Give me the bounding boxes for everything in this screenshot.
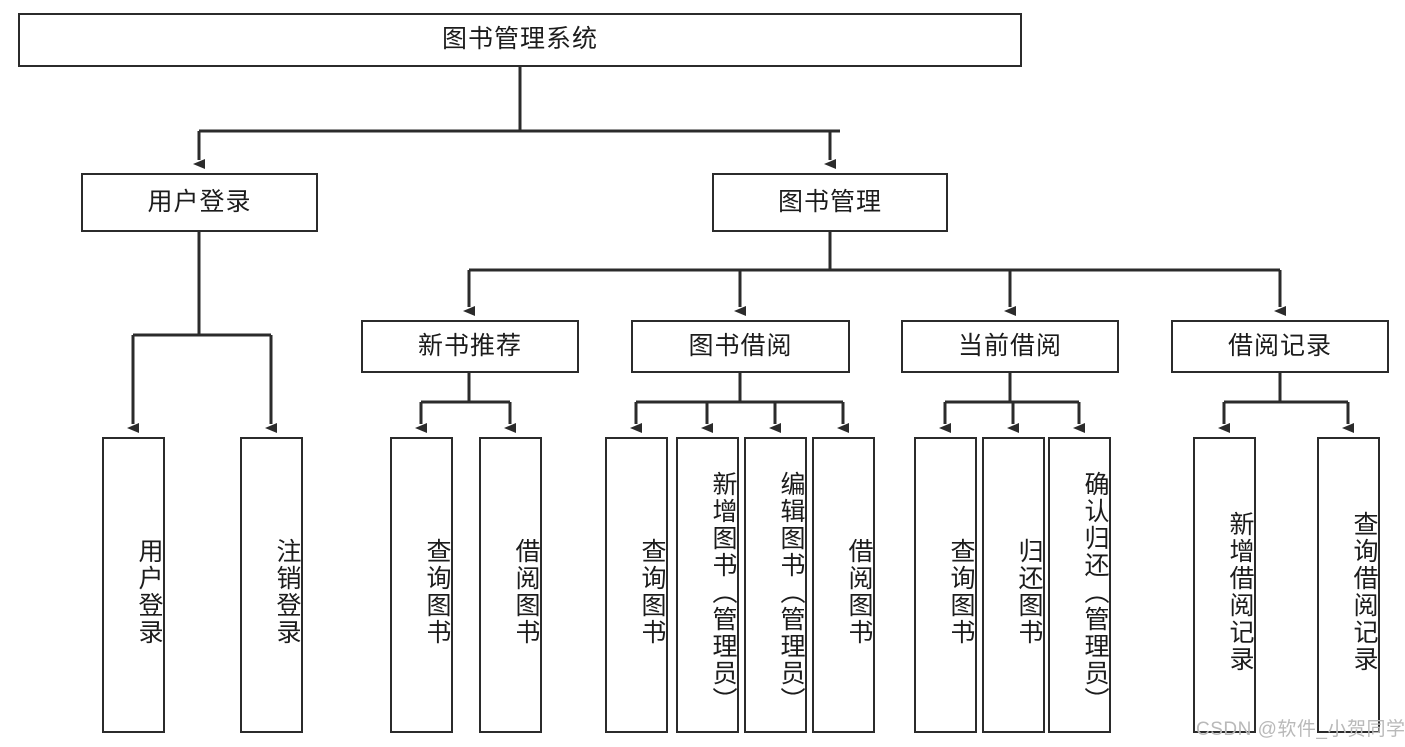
node-book-management-label: 图书管理 [777, 187, 882, 216]
leaf-query-borrow-record-label: 查询借阅记录 [1350, 511, 1378, 673]
node-user-login[interactable]: 用户登录 [81, 173, 318, 232]
leaf-return-book[interactable]: 归还图书 [982, 437, 1045, 733]
watermark: CSDN @软件_小贺同学 [1196, 719, 1405, 740]
leaf-edit-book-admin-label: 编辑图书（管理员） [777, 470, 805, 714]
leaf-query-book-borrow-label: 查询图书 [638, 538, 666, 646]
node-user-login-label: 用户登录 [147, 187, 252, 216]
leaf-add-borrow-record[interactable]: 新增借阅记录 [1193, 437, 1256, 733]
node-borrow-records-label: 借阅记录 [1227, 331, 1332, 360]
leaf-add-borrow-record-label: 新增借阅记录 [1226, 511, 1254, 673]
leaf-borrow-book-new[interactable]: 借阅图书 [479, 437, 542, 733]
leaf-query-book-borrow[interactable]: 查询图书 [605, 437, 668, 733]
leaf-edit-book-admin[interactable]: 编辑图书（管理员） [744, 437, 807, 733]
leaf-borrow-book-label: 借阅图书 [845, 538, 873, 646]
leaf-query-book-new[interactable]: 查询图书 [390, 437, 453, 733]
node-new-book-recommend[interactable]: 新书推荐 [361, 320, 579, 373]
leaf-query-book-new-label: 查询图书 [423, 538, 451, 646]
leaf-confirm-return-admin[interactable]: 确认归还（管理员） [1048, 437, 1111, 733]
leaf-confirm-return-admin-label: 确认归还（管理员） [1081, 470, 1109, 714]
node-book-management[interactable]: 图书管理 [712, 173, 948, 232]
leaf-borrow-book[interactable]: 借阅图书 [812, 437, 875, 733]
leaf-return-book-label: 归还图书 [1015, 538, 1043, 646]
node-root-label: 图书管理系统 [441, 25, 598, 54]
node-root[interactable]: 图书管理系统 [18, 13, 1022, 67]
leaf-query-book-current-label: 查询图书 [947, 538, 975, 646]
leaf-borrow-book-new-label: 借阅图书 [512, 538, 540, 646]
leaf-user-login[interactable]: 用户登录 [102, 437, 165, 733]
leaf-user-login-label: 用户登录 [135, 538, 163, 646]
node-current-borrow-label: 当前借阅 [957, 331, 1062, 360]
node-book-borrow-label: 图书借阅 [688, 331, 793, 360]
node-new-book-recommend-label: 新书推荐 [417, 331, 522, 360]
leaf-add-book-admin-label: 新增图书（管理员） [709, 470, 737, 714]
leaf-logout-label: 注销登录 [273, 538, 301, 646]
leaf-query-book-current[interactable]: 查询图书 [914, 437, 977, 733]
node-current-borrow[interactable]: 当前借阅 [901, 320, 1119, 373]
leaf-query-borrow-record[interactable]: 查询借阅记录 [1317, 437, 1380, 733]
leaf-add-book-admin[interactable]: 新增图书（管理员） [676, 437, 739, 733]
node-book-borrow[interactable]: 图书借阅 [631, 320, 850, 373]
leaf-logout[interactable]: 注销登录 [240, 437, 303, 733]
node-borrow-records[interactable]: 借阅记录 [1171, 320, 1389, 373]
